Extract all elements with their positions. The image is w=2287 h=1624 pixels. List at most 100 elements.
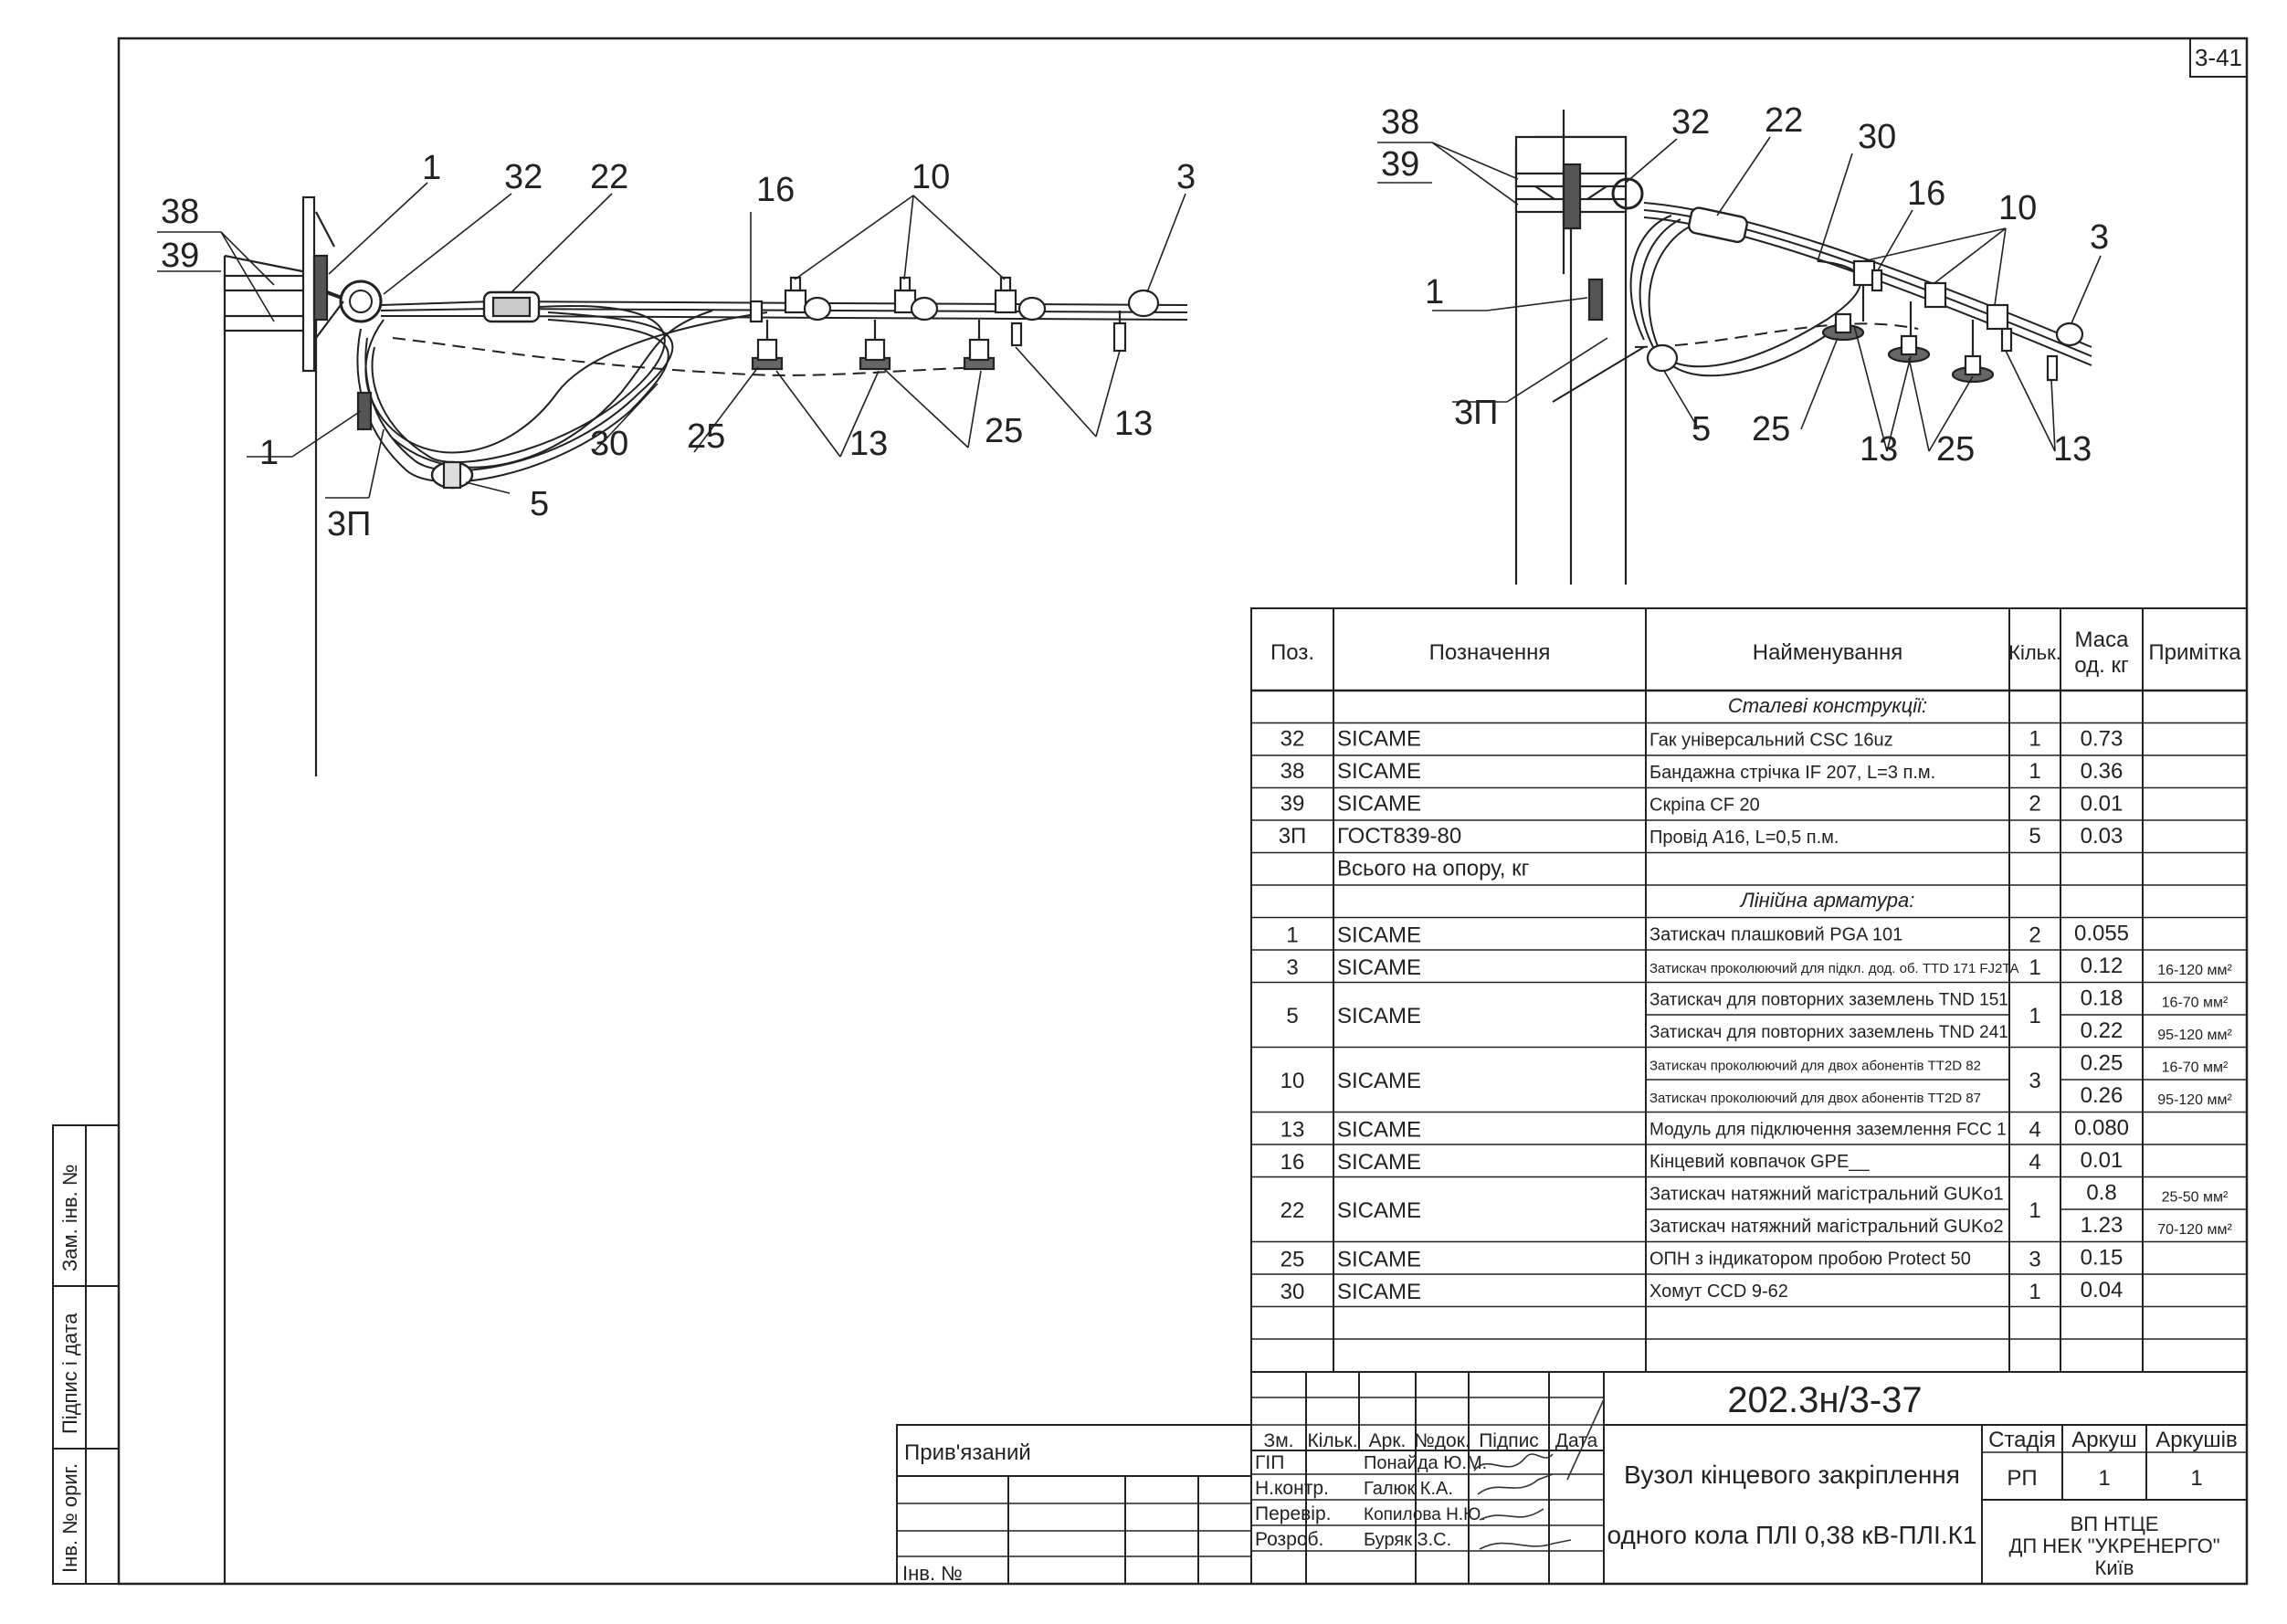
cell-designation: ГОСТ839-80	[1337, 824, 1461, 849]
surge-arrester	[1887, 334, 1931, 364]
sheets-count-label: Аркушів	[2155, 1428, 2237, 1452]
cell-designation: SICAME	[1337, 923, 1421, 947]
callout-25: 25	[687, 417, 725, 456]
cell-designation: SICAME	[1337, 955, 1421, 980]
cell-pos: 5	[1286, 1004, 1298, 1028]
section-title: Сталеві конструкції:	[1728, 694, 1927, 717]
piercing-clamp	[994, 276, 1017, 314]
cell-designation: SICAME	[1337, 1150, 1421, 1175]
side-stamp-original-inv: Інв. № ориг.	[58, 1463, 81, 1573]
callout-39: 39	[1381, 145, 1419, 184]
role-developed: Розроб.	[1255, 1529, 1323, 1550]
rev-header-sign: Підпис	[1479, 1430, 1539, 1451]
rev-header-qty: Кільк.	[1307, 1430, 1357, 1451]
header-name: Найменування	[1753, 640, 1903, 665]
cell-name: Провід А16, L=0,5 п.м.	[1649, 828, 1839, 848]
org-line-1: ВП НТЦЕ	[2071, 1513, 2159, 1535]
cell-mass: 0.12	[2081, 954, 2124, 978]
rev-header-change: Зм.	[1264, 1430, 1294, 1451]
name-gip: Понайда Ю.М.	[1364, 1453, 1487, 1473]
callout-5: 5	[530, 485, 549, 523]
sheet-no-value: 1	[2098, 1466, 2110, 1491]
header-mass-2: од. кг	[2074, 653, 2129, 678]
cell-pos: 16	[1281, 1150, 1305, 1175]
cell-mass: 1.23	[2081, 1213, 2124, 1238]
rev-header-date: Дата	[1555, 1430, 1598, 1451]
side-stamp-signature-date: Підпис і дата	[58, 1313, 81, 1434]
callout-1-lower: 1	[259, 434, 279, 472]
cell-note: 16-120 мм²	[2157, 963, 2232, 978]
surge-arrester	[963, 338, 996, 371]
rev-header-sheet: Арк.	[1369, 1430, 1407, 1451]
callout-16: 16	[1907, 174, 1945, 213]
cell-designation: SICAME	[1337, 1280, 1421, 1304]
side-stamp-replace-inv: Зам. інв. №	[58, 1165, 81, 1271]
callout-13: 13	[849, 425, 888, 463]
cell-pos: 1	[1286, 923, 1298, 947]
cell-qty: 1	[2029, 1198, 2040, 1223]
left-view: 38 39 1 32 22 16 10 3 1 3П 5 30 25 13 25…	[157, 149, 1196, 1584]
drawing-frame	[117, 37, 2249, 1586]
callout-32: 32	[504, 158, 543, 196]
drawing-title-2: одного кола ПЛІ 0,38 кВ-ПЛІ.К1	[1607, 1521, 1976, 1549]
stage-value: РП	[2007, 1466, 2037, 1491]
cell-mass: 0.01	[2081, 1148, 2124, 1173]
cell-mass: 0.04	[2081, 1278, 2124, 1302]
cell-designation: SICAME	[1337, 1004, 1421, 1028]
cell-pos: 10	[1281, 1069, 1305, 1093]
cell-pos: 25	[1281, 1247, 1305, 1271]
plate-clamp	[1587, 278, 1604, 322]
header-mass-1: Маса	[2075, 627, 2130, 652]
side-stamp	[52, 1124, 120, 1585]
surge-arrester	[1951, 354, 1995, 384]
cell-pos: 13	[1281, 1117, 1305, 1142]
cell-name: Затискач для повторних заземлень TND 241	[1649, 1023, 2008, 1042]
cell-designation: SICAME	[1337, 1069, 1421, 1093]
callout-22: 22	[590, 158, 628, 196]
plate-clamp	[356, 391, 373, 431]
cell-note: 95-120 мм²	[2157, 1028, 2232, 1043]
end-cap	[749, 300, 764, 323]
universal-hook	[1611, 177, 1644, 210]
cell-mass: 0.01	[2081, 792, 2124, 817]
cell-mass: 0.26	[2081, 1083, 2124, 1108]
callout-30: 30	[1858, 118, 1896, 156]
callout-16: 16	[756, 171, 795, 209]
piercing-clamp	[1986, 303, 2009, 331]
cell-mass: 0.055	[2074, 922, 2129, 946]
org-line-2: ДП НЕК "УКРЕНЕРГО"	[2008, 1534, 2219, 1557]
cell-qty: 1	[2029, 727, 2040, 752]
cell-mass: 0.73	[2081, 727, 2124, 752]
cell-pos: 38	[1281, 759, 1305, 784]
org-line-3: Київ	[2095, 1556, 2134, 1579]
callout-10: 10	[912, 158, 950, 196]
tension-clamp	[1688, 206, 1748, 244]
callout-1: 1	[1425, 273, 1444, 311]
surge-arrester	[859, 338, 891, 371]
cell-note: 16-70 мм²	[2162, 1060, 2229, 1076]
cell-name: Бандажна стрічка IF 207, L=3 п.м.	[1649, 763, 1935, 783]
cell-name: Затискач натяжний магістральний GUKo1	[1649, 1185, 2004, 1205]
cell-mass: 0.15	[2081, 1246, 2124, 1271]
name-checked: Копилова Н.Ю.	[1364, 1505, 1486, 1524]
cell-qty: 1	[2029, 759, 2040, 784]
header-designation: Позначення	[1429, 640, 1551, 665]
cell-name: Затискач натяжний магістральний GUKo2	[1649, 1217, 2004, 1237]
cell-name: Модуль для підключення заземлення FCC 1	[1649, 1121, 2007, 1140]
cell-qty: 2	[2029, 792, 2040, 817]
cell-designation: SICAME	[1337, 792, 1421, 817]
cell-pos: 3П	[1279, 824, 1307, 849]
sheet-label-box	[2189, 37, 2248, 78]
cell-pos: 3	[1286, 955, 1298, 980]
callout-38: 38	[161, 193, 199, 231]
role-gip: ГІП	[1255, 1452, 1284, 1473]
cell-note: 70-120 мм²	[2157, 1222, 2232, 1238]
callout-32: 32	[1671, 103, 1710, 142]
cell-mass: 0.18	[2081, 986, 2124, 1011]
cell-name: Затискач плашковий PGA 101	[1649, 925, 1902, 945]
name-norm-control: Галюк К.А.	[1364, 1479, 1453, 1499]
cell-name: ОПН з індикатором пробою Protect 50	[1649, 1250, 1971, 1270]
cell-designation: SICAME	[1337, 1247, 1421, 1271]
cell-name: Скріпа CF 20	[1649, 796, 1760, 816]
doc-code: 202.3н/3-37	[1727, 1380, 1922, 1420]
